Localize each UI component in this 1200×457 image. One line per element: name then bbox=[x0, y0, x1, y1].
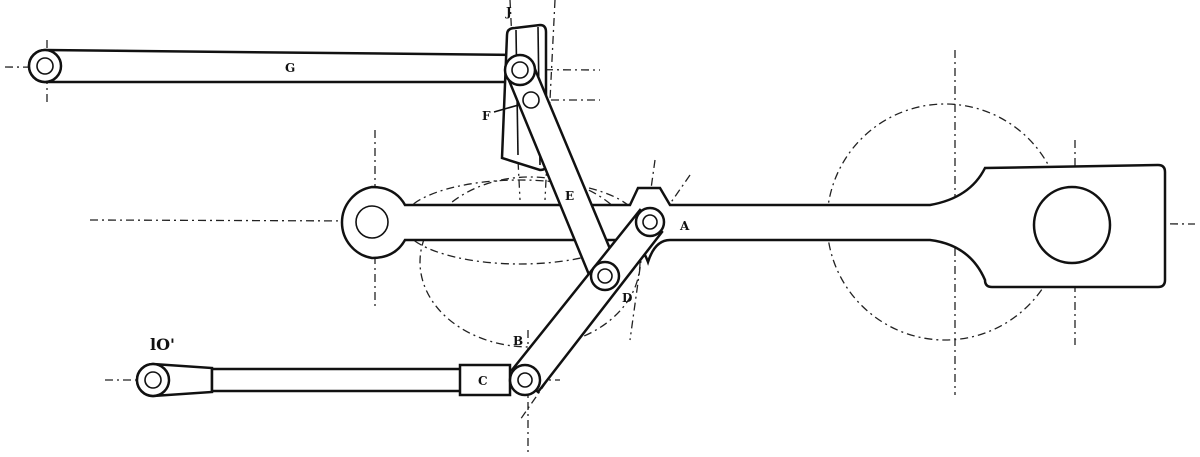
pin-a bbox=[634, 206, 666, 238]
label-o-prime: lO' bbox=[150, 335, 175, 354]
pin-f bbox=[522, 91, 540, 109]
pin-c bbox=[508, 363, 542, 397]
label-d: D bbox=[622, 291, 632, 305]
label-f: F bbox=[482, 109, 491, 123]
label-a: A bbox=[679, 219, 690, 233]
pin-d bbox=[589, 260, 621, 292]
link-g: G bbox=[27, 48, 522, 84]
connecting-rod bbox=[340, 163, 1167, 289]
label-j: J bbox=[505, 5, 512, 19]
label-e: E bbox=[565, 189, 574, 203]
label-c: C bbox=[478, 374, 488, 388]
pin-g bbox=[503, 53, 537, 87]
label-b: B bbox=[513, 334, 523, 348]
label-g: G bbox=[285, 61, 295, 75]
link-c: C lO' bbox=[135, 335, 512, 398]
